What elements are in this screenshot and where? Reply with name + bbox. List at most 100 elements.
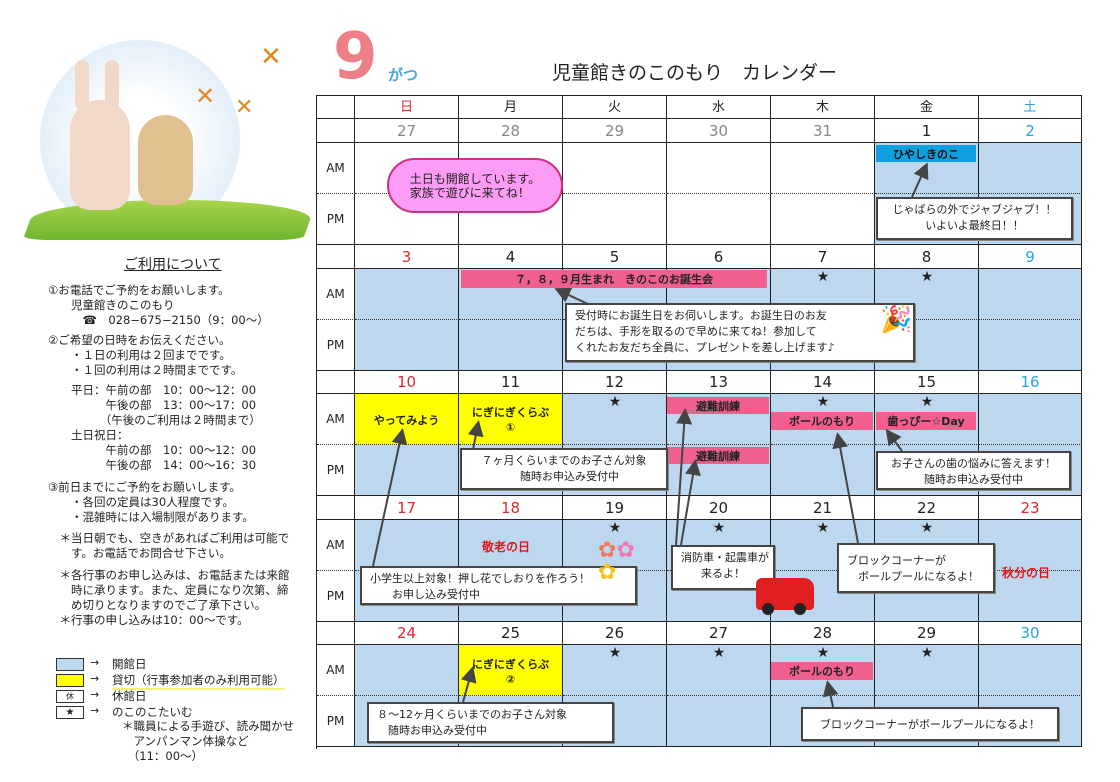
date-number[interactable]: 21 [771, 495, 875, 520]
date-number[interactable]: 25 [459, 621, 563, 646]
day-am-slot[interactable] [979, 645, 1082, 697]
nokonoko-star-icon: ★ [816, 394, 830, 411]
day-pm-slot[interactable] [979, 319, 1082, 371]
day-am-slot[interactable] [563, 394, 667, 446]
date-number[interactable]: 24 [355, 621, 459, 646]
date-number[interactable]: 16 [979, 370, 1082, 395]
date-number[interactable]: 9 [979, 244, 1082, 269]
nokonoko-star-icon: ★ [920, 268, 934, 285]
day-pm-slot[interactable] [355, 319, 459, 371]
legend-open-label: 開館日 [112, 657, 147, 671]
am-label: AM [317, 268, 355, 320]
day-am-slot[interactable] [563, 143, 667, 194]
legend-reserved-label: 貸切（行事参加者のみ利用可能） [112, 672, 285, 690]
date-number[interactable]: 27 [667, 621, 771, 646]
day-pm-slot[interactable] [355, 445, 459, 497]
weekday-header: 金 [875, 96, 979, 119]
am-label: AM [317, 645, 355, 697]
day-pm-slot[interactable] [563, 194, 667, 245]
info-same-day: ＊当日朝でも、空きがあればご利用は可能で す。お電話でお問合せ下さい。 [59, 531, 290, 560]
date-number[interactable]: 4 [459, 244, 563, 269]
weekday-header: 木 [771, 96, 875, 119]
week-label-blank [317, 119, 355, 143]
date-number[interactable]: 26 [563, 621, 667, 646]
day-am-slot[interactable] [667, 645, 771, 697]
info-reservation: ①お電話でご予約をお願いします。 児童館きのこのもり ☎ 028−675−215… [48, 283, 269, 327]
day-am-slot[interactable] [875, 645, 979, 697]
am-label: AM [317, 519, 355, 571]
date-number[interactable]: 2 [979, 119, 1082, 143]
date-number[interactable]: 29 [875, 621, 979, 646]
day-pm-slot[interactable] [667, 696, 771, 748]
date-number[interactable]: 27 [355, 119, 459, 143]
day-am-slot[interactable] [563, 645, 667, 697]
callout-block-corner-28: ブロックコーナーがボールプールになるよ！ [801, 707, 1059, 741]
date-number[interactable]: 7 [771, 244, 875, 269]
date-number[interactable]: 23 [979, 495, 1082, 520]
callout-block-corner-21: ブロックコーナーが ボールプールになるよ！ [837, 543, 995, 593]
date-number[interactable]: 29 [563, 119, 667, 143]
nokonoko-star-icon: ★ [608, 645, 622, 662]
date-number[interactable]: 11 [459, 370, 563, 395]
date-number[interactable]: 28 [459, 119, 563, 143]
day-pm-slot[interactable] [771, 445, 875, 497]
date-number[interactable]: 20 [667, 495, 771, 520]
event-hiyashi-kinoko: ひやしきのこ [876, 145, 976, 162]
date-number[interactable]: 30 [979, 621, 1082, 646]
day-am-slot[interactable] [979, 268, 1082, 320]
date-number[interactable]: 18 [459, 495, 563, 520]
date-number[interactable]: 30 [667, 119, 771, 143]
date-number[interactable]: 22 [875, 495, 979, 520]
legend-reserved-swatch [56, 674, 84, 687]
date-number[interactable]: 6 [667, 244, 771, 269]
day-am-slot[interactable] [979, 519, 1082, 571]
date-number[interactable]: 15 [875, 370, 979, 395]
day-am-slot[interactable] [979, 143, 1082, 194]
dragonfly-icon: ✕ [235, 95, 254, 120]
day-pm-slot[interactable] [979, 570, 1082, 622]
day-am-slot[interactable] [355, 645, 459, 697]
date-number[interactable]: 10 [355, 370, 459, 395]
date-number[interactable]: 8 [875, 244, 979, 269]
day-am-slot[interactable] [355, 268, 459, 320]
day-am-slot[interactable] [355, 519, 459, 571]
callout-baby-7months: ７ヶ月くらいまでのお子さん対象 随時お申込み受付中 [460, 448, 668, 490]
date-number[interactable]: 12 [563, 370, 667, 395]
event-happy-teeth-day: 歯っぴー☆Day [876, 412, 976, 430]
date-number[interactable]: 14 [771, 370, 875, 395]
day-am-slot[interactable] [771, 143, 875, 194]
day-am-slot[interactable] [563, 519, 667, 571]
legend-arrow: → [90, 704, 100, 717]
legend-star-swatch: ★ [56, 706, 84, 719]
pm-label: PM [317, 445, 355, 497]
info-request: ②ご希望の日時をお伝えください。 ・１日の利用は２回までです。 ・１回の利用は２… [48, 333, 243, 377]
date-number[interactable]: 19 [563, 495, 667, 520]
page-title: 児童館きのこのもり カレンダー [552, 62, 838, 84]
event-ball-forest-14: ボールのもり [771, 412, 873, 430]
day-am-slot[interactable] [667, 143, 771, 194]
legend-closed-swatch: 休 [56, 690, 84, 703]
legend-arrow: → [90, 688, 100, 701]
day-pm-slot[interactable] [771, 194, 875, 245]
date-number[interactable]: 1 [875, 119, 979, 143]
legend-nokonoko-note: ＊職員による手遊び、読み聞かせ アンパンマン体操など （11：00～） [122, 719, 295, 763]
date-number[interactable]: 28 [771, 621, 875, 646]
day-pm-slot[interactable] [459, 319, 563, 371]
date-number[interactable]: 3 [355, 244, 459, 269]
legend-closed-label: 休館日 [112, 689, 147, 703]
info-events: ＊各行事のお申し込みは、お電話または来館 時に承ります。また、定員になり次第、締… [59, 568, 290, 627]
day-am-slot[interactable] [979, 394, 1082, 446]
day-pm-slot[interactable] [667, 194, 771, 245]
date-number[interactable]: 13 [667, 370, 771, 395]
week-label-blank [317, 621, 355, 646]
nokonoko-star-icon: ★ [608, 519, 622, 536]
legend-open-swatch [56, 658, 84, 671]
weekday-header: 水 [667, 96, 771, 119]
callout-birthday: 受付時にお誕生日をお伺いします。お誕生日のお友 だちは、手形を取るので早めに来て… [565, 303, 915, 362]
date-number[interactable]: 31 [771, 119, 875, 143]
dragonfly-icon: ✕ [260, 42, 282, 72]
date-number[interactable]: 17 [355, 495, 459, 520]
date-number[interactable]: 5 [563, 244, 667, 269]
callout-baby-12months: ８～12ヶ月くらいまでのお子さん対象 随時お申込み受付中 [367, 702, 614, 743]
